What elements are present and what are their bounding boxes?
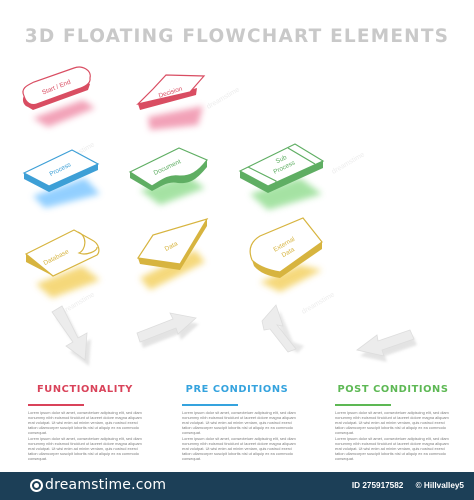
footer-meta: ID 275917582 © Hillvalley5 xyxy=(342,481,464,490)
image-id: ID 275917582 xyxy=(351,481,404,490)
brand-logo-icon xyxy=(30,479,43,492)
start-end-shape: Start / End xyxy=(22,66,95,127)
post-conditions-heading: POST CONDITIONS xyxy=(337,384,449,395)
arrow-left-icon xyxy=(356,329,417,362)
document-shape: Document xyxy=(128,147,208,205)
decision-shape: Decision xyxy=(136,74,206,130)
pre-conditions-paragraph: Lorem ipsum dolor sit amet, consectetuer… xyxy=(182,436,296,462)
pre-conditions-rule xyxy=(182,404,238,406)
post-conditions-rule xyxy=(335,404,391,406)
sub-process-shape: Sub Process xyxy=(238,143,325,210)
page-title: 3D FLOATING FLOWCHART ELEMENTS xyxy=(24,26,450,47)
post-conditions-paragraph: Lorem ipsum dolor sit amet, consectetuer… xyxy=(335,436,449,462)
arrow-down-right-icon xyxy=(51,305,91,366)
functionality-paragraph: Lorem ipsum dolor sit amet, consectetuer… xyxy=(28,436,142,462)
functionality-rule xyxy=(28,404,84,406)
arrow-right-icon xyxy=(136,312,199,348)
footer-brand[interactable]: dreamstime.com xyxy=(30,477,166,493)
post-conditions-paragraph: Lorem ipsum dolor sit amet, consectetuer… xyxy=(335,410,449,436)
functionality-heading: FUNCTIONALITY xyxy=(37,384,133,395)
arrow-up-icon xyxy=(261,304,304,353)
external-data-shape: External Data xyxy=(249,217,323,292)
brand-name: dreamstime.com xyxy=(45,477,167,493)
process-shape: Process xyxy=(22,149,100,208)
copyright: © Hillvalley5 xyxy=(415,481,464,490)
pre-conditions-paragraph: Lorem ipsum dolor sit amet, consectetuer… xyxy=(182,410,296,436)
footer-bar: dreamstime.com ID 275917582 © Hillvalley… xyxy=(0,472,474,500)
sub-process-label-line-1: Sub xyxy=(275,154,289,165)
pre-conditions-heading: PRE CONDITIONS xyxy=(185,384,289,395)
database-shape: Database xyxy=(24,229,100,298)
functionality-paragraph: Lorem ipsum dolor sit amet, consectetuer… xyxy=(28,410,142,436)
data-shape: Data xyxy=(136,217,209,290)
